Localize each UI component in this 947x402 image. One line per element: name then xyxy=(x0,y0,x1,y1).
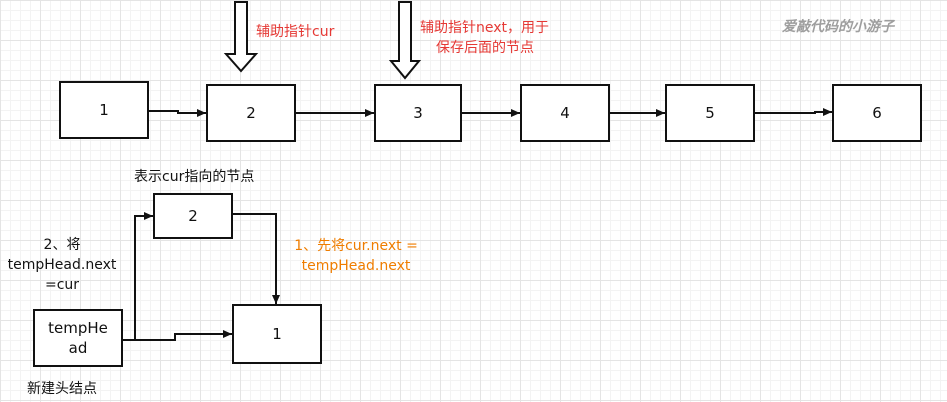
cur-node: 2 xyxy=(153,193,233,239)
list-node-4: 4 xyxy=(520,84,610,142)
step1-line2: tempHead.next xyxy=(301,258,411,274)
temphead-next-arrow xyxy=(123,330,232,341)
temp-head-caption: 新建头结点 xyxy=(27,381,97,397)
step2-line3: =cur xyxy=(44,277,80,293)
next-pointer-label-line2: 保存后面的节点 xyxy=(436,40,534,56)
temphead-to-cur-arrow xyxy=(123,212,153,341)
cur-next-arrow xyxy=(233,213,280,304)
temp-head-label-line2: ad xyxy=(68,339,88,357)
cur-node-caption: 表示cur指向的节点 xyxy=(134,169,255,185)
list-node-2: 2 xyxy=(206,84,296,142)
step1-line1: 1、先将cur.next = xyxy=(294,238,418,254)
link-1-2 xyxy=(149,109,206,117)
temp-head-label-line1: tempHe xyxy=(48,319,108,337)
list-node-1: 1 xyxy=(59,81,149,139)
list-node-6: 6 xyxy=(832,84,922,142)
list-node-3: 3 xyxy=(374,84,462,142)
watermark: 爱敲代码的小游子 xyxy=(782,19,894,35)
list-node-5: 5 xyxy=(665,84,755,142)
temp-head-node: tempHe ad xyxy=(33,309,123,367)
cur-pointer-arrow xyxy=(223,1,259,73)
cur-pointer-label: 辅助指针cur xyxy=(256,24,335,40)
next-pointer-arrow xyxy=(388,1,422,80)
link-5-6 xyxy=(755,108,832,116)
step2-line1: 2、将 xyxy=(43,237,81,253)
target-node: 1 xyxy=(232,304,322,364)
step2-line2: tempHead.next xyxy=(7,257,117,273)
next-pointer-label-line1: 辅助指针next，用于 xyxy=(420,20,550,36)
